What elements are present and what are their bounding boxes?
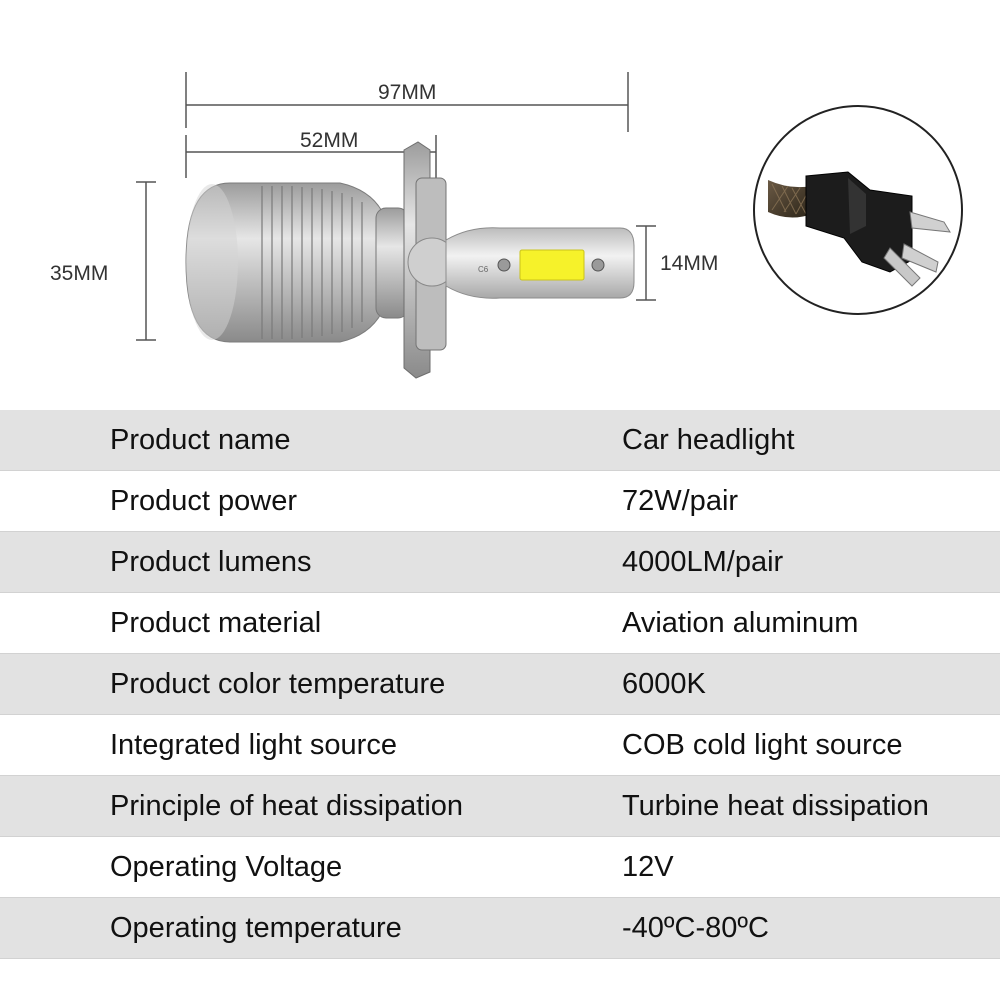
spec-row-operating-voltage: Operating Voltage 12V [0,837,1000,898]
product-diagram: C6 97MM 52MM 35MM 14MM [0,0,1000,410]
heatsink [185,182,385,343]
spec-row-product-lumens: Product lumens 4000LM/pair [0,532,1000,593]
spec-label: Operating temperature [110,911,402,944]
spec-table: Product name Car headlight Product power… [0,410,1000,959]
spec-value: Aviation aluminum [622,606,859,639]
spec-row-color-temperature: Product color temperature 6000K [0,654,1000,715]
spec-row-product-name: Product name Car headlight [0,410,1000,471]
spec-label: Product color temperature [110,667,446,700]
spec-label: Principle of heat dissipation [110,789,464,822]
spec-value: 4000LM/pair [622,545,784,578]
spec-value: 72W/pair [622,484,739,517]
spec-label: Operating Voltage [110,850,343,883]
overall-length-label: 97MM [378,81,437,104]
led-chip [519,249,585,281]
spec-value: Car headlight [622,423,795,456]
base-length-label: 52MM [300,129,359,152]
spec-label: Product lumens [110,545,312,578]
spec-label: Product material [110,606,322,639]
screw-icon [591,258,605,272]
spec-label: Product power [110,484,297,517]
spec-value: COB cold light source [622,728,903,761]
spec-value: 12V [622,850,674,883]
spec-row-product-material: Product material Aviation aluminum [0,593,1000,654]
spec-value: -40ºC-80ºC [622,911,769,944]
bulb-base [375,141,457,379]
body-diameter-label: 35MM [50,262,109,285]
spec-row-light-source: Integrated light source COB cold light s… [0,715,1000,776]
spec-label: Integrated light source [110,728,397,761]
headlight-bulb-illustration: C6 [136,72,963,379]
tip-diameter-label: 14MM [660,252,719,275]
connector-inset [753,105,963,315]
spec-row-operating-temperature: Operating temperature -40ºC-80ºC [0,898,1000,959]
spec-row-heat-dissipation: Principle of heat dissipation Turbine he… [0,776,1000,837]
screw-icon [497,258,511,272]
spec-label: Product name [110,423,291,456]
spec-row-product-power: Product power 72W/pair [0,471,1000,532]
led-tube: C6 [445,227,635,299]
chip-marking: C6 [478,265,489,274]
dimension-lines [136,72,656,341]
spec-value: Turbine heat dissipation [622,789,929,822]
spec-value: 6000K [622,667,706,700]
